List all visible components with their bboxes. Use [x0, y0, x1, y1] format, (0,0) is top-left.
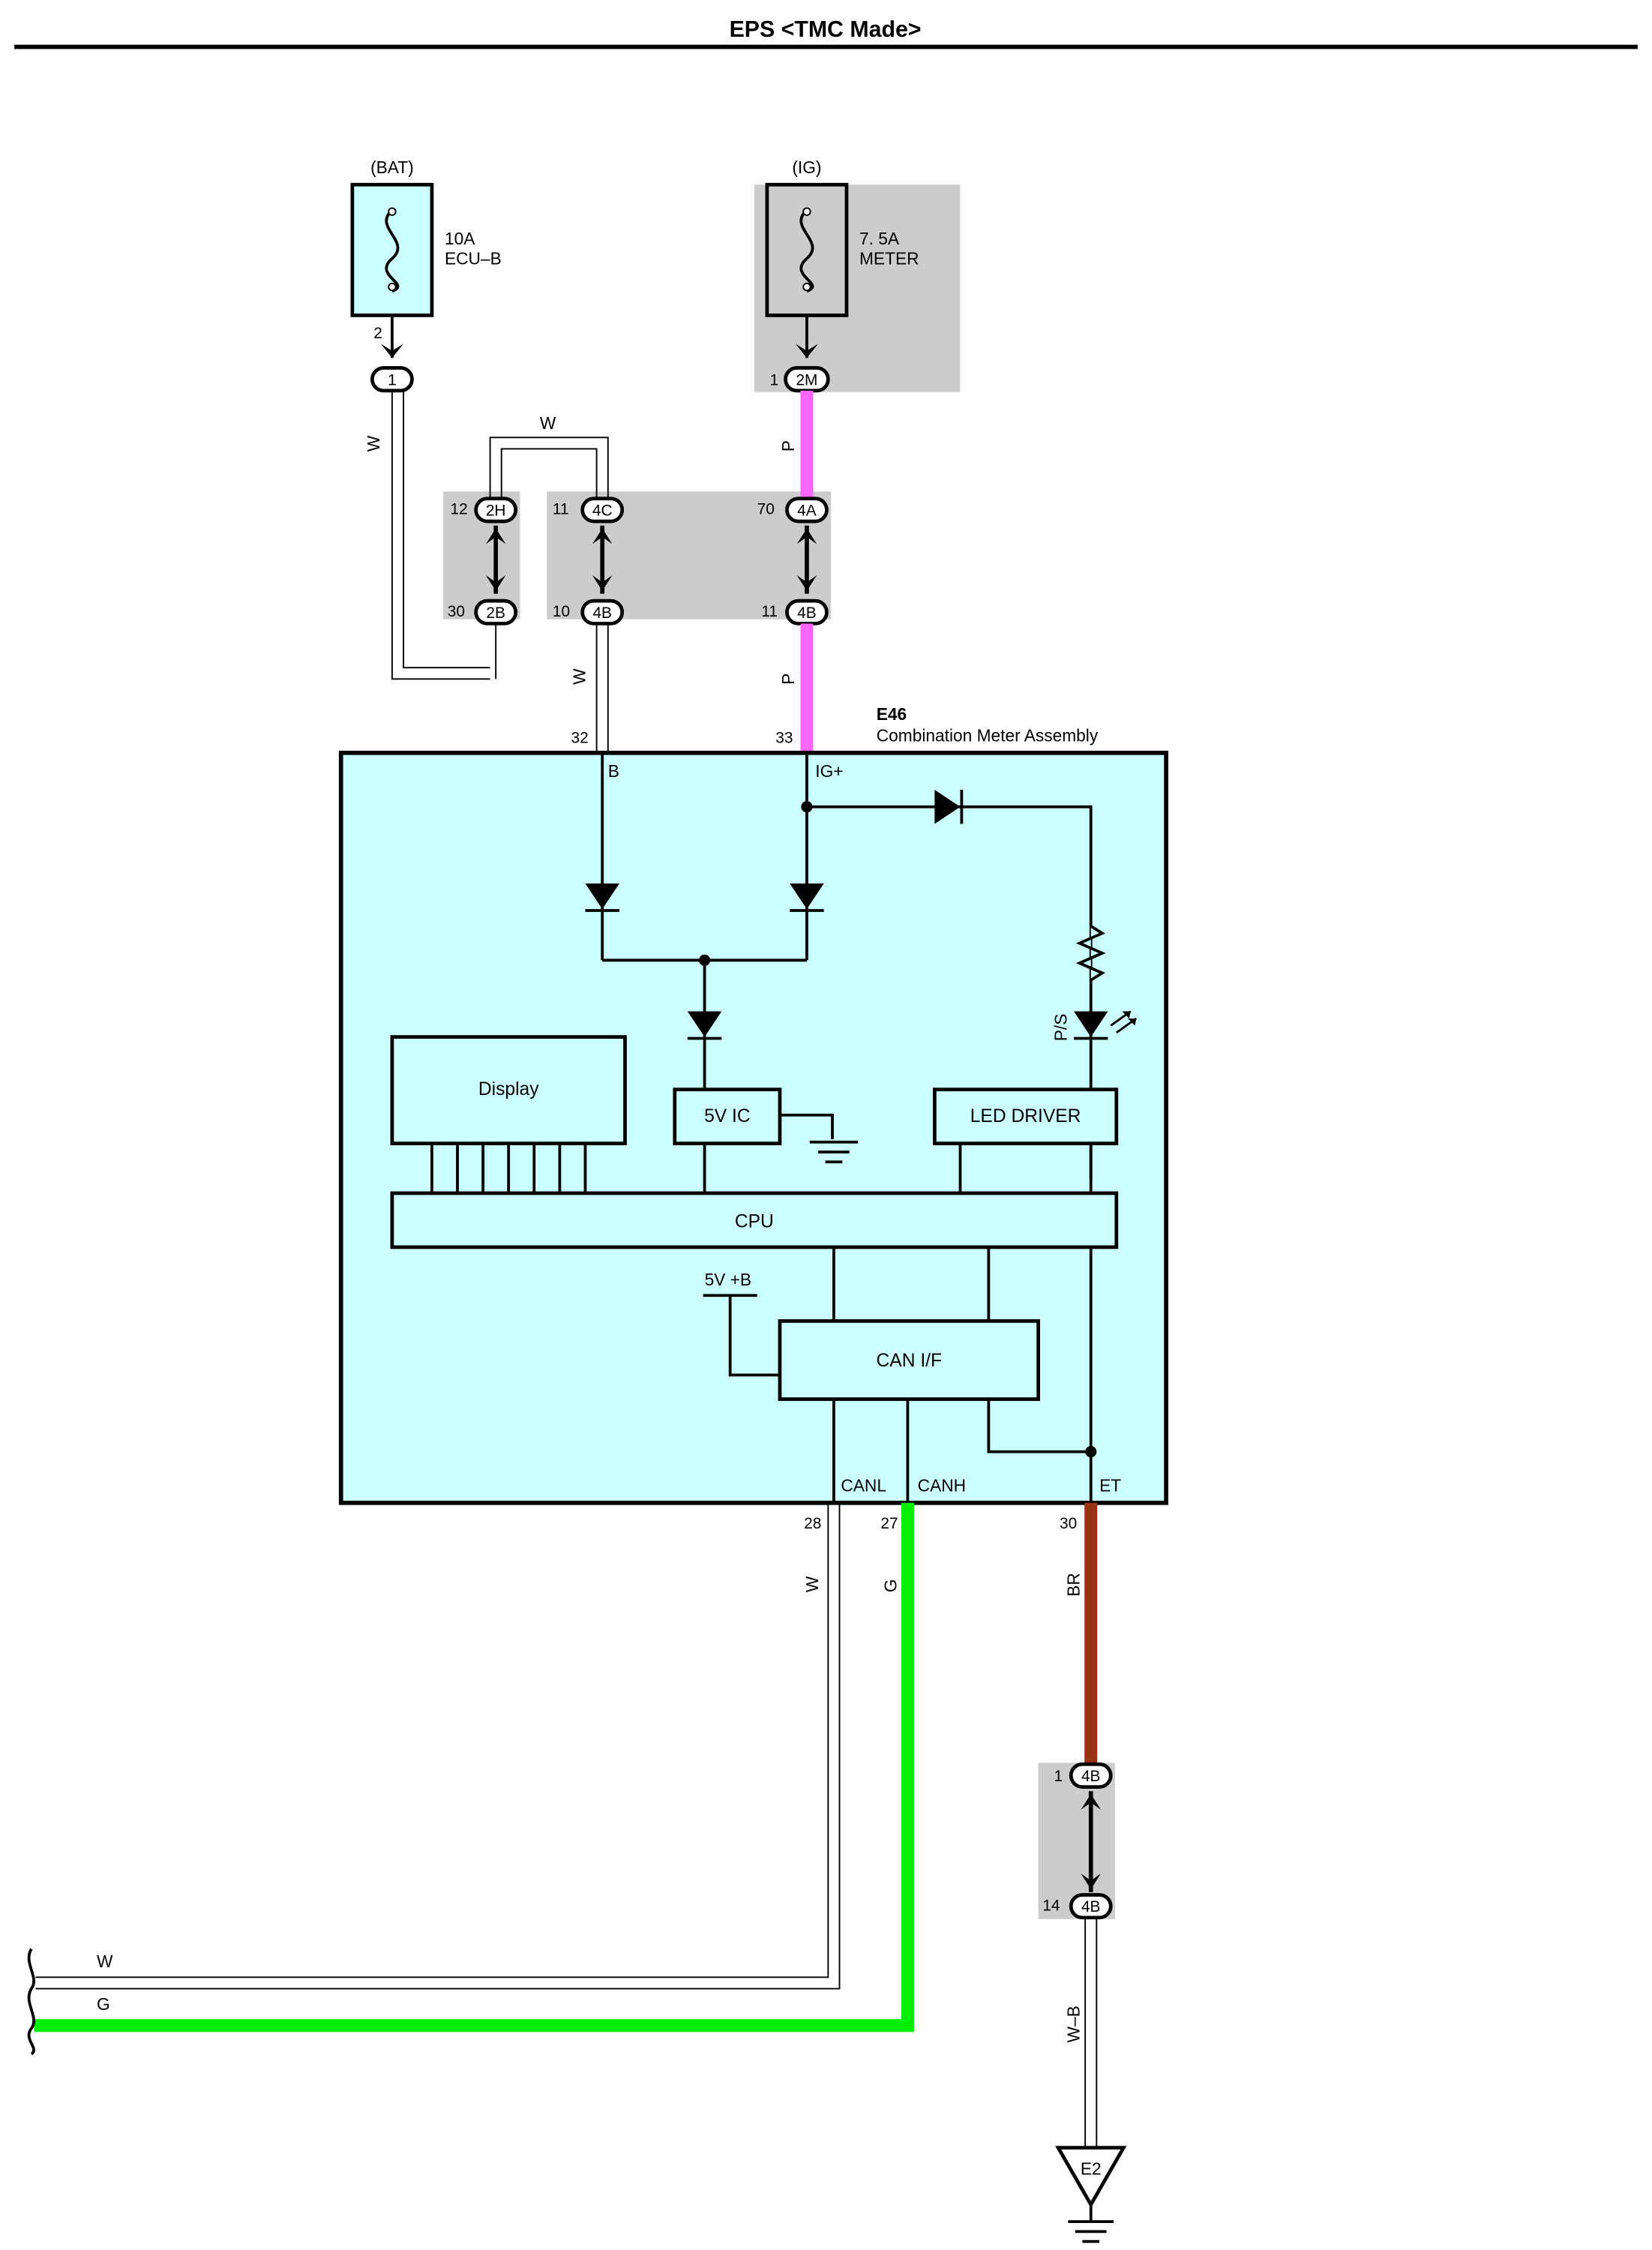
wire-w-left: W — [364, 390, 490, 680]
diode-ig — [790, 884, 824, 912]
bus-wire-label: W — [97, 1952, 113, 1971]
wire-canl: W — [35, 1502, 841, 1990]
junction-pin: 30 — [448, 603, 465, 620]
fuse-ecu-b: (BAT) 10A ECU–B 2 1 — [350, 158, 502, 393]
wire-color-label: W–B — [1064, 2006, 1084, 2042]
bus-wire-label: G — [97, 1994, 110, 2014]
wire-color-label: P — [778, 440, 798, 452]
junction-box-ground — [1038, 1762, 1115, 1919]
wire-color-label: P — [778, 674, 798, 685]
wire-et: BR — [1064, 1502, 1098, 1770]
led-label: P/S — [1051, 1014, 1071, 1042]
fuse-rating: 7. 5A — [859, 229, 900, 248]
led-driver-label: LED DRIVER — [970, 1106, 1081, 1126]
junction-connector: 4B — [592, 604, 611, 622]
fuse-meter: (IG) 7. 5A METER 1 2M — [754, 158, 961, 393]
led-driver-block: LED DRIVER — [933, 1088, 1119, 1145]
junction-connector: 4C — [592, 502, 613, 520]
diode-5v — [687, 1011, 722, 1040]
wire-color-label: W — [540, 413, 556, 433]
fuse-connector: 1 — [388, 371, 397, 388]
fuse-name: METER — [859, 248, 919, 268]
can-if-label: CAN I/F — [877, 1351, 943, 1371]
terminal-label: CANL — [841, 1476, 886, 1496]
junction-4b-ground: 1 4B 14 4B — [1042, 1762, 1113, 1920]
wire-p-lower: P — [778, 623, 814, 753]
pin-number: 32 — [571, 730, 589, 747]
junction-pin: 1 — [1054, 1768, 1063, 1785]
terminal-label: CANH — [918, 1476, 966, 1496]
junction-dot — [698, 954, 711, 966]
diagram-title: EPS <TMC Made> — [730, 17, 922, 42]
wire-w-loop: W — [489, 413, 609, 500]
wire-color-label: W — [802, 1576, 822, 1592]
junction-dot — [801, 801, 813, 813]
junction-pin: 10 — [553, 603, 570, 620]
diode-led-supply — [934, 790, 964, 824]
ic-label: 5V IC — [704, 1106, 751, 1126]
junction-pin: 11 — [553, 501, 569, 518]
junction-2h-2b: 12 2H 30 2B — [448, 496, 518, 626]
junction-pin: 14 — [1042, 1897, 1060, 1914]
junction-4c-4b: 11 4C 10 4B — [553, 496, 625, 626]
fuse-source-label: (IG) — [792, 158, 821, 177]
diode-b — [585, 884, 619, 912]
fuse-name: ECU–B — [445, 248, 502, 268]
cpu-block: CPU — [390, 1191, 1119, 1250]
junction-connector: 4B — [1081, 1768, 1100, 1785]
wire-color-label: W — [364, 435, 383, 452]
junction-pin: 11 — [761, 603, 778, 620]
fuse-rating: 10A — [445, 229, 475, 248]
wire-color-label: W — [569, 668, 589, 685]
wire-canh: G — [34, 1502, 914, 2032]
junction-connector: 2B — [486, 604, 505, 622]
can-if-block: CAN I/F — [778, 1318, 1041, 1401]
ground-label: E2 — [1081, 2159, 1102, 2179]
pin-number: 27 — [880, 1515, 898, 1532]
wire-w-lower: W — [569, 623, 609, 753]
wire-ground: W–B — [1064, 1917, 1098, 2148]
fuse-pin: 2 — [373, 325, 382, 342]
wire-break-icon — [27, 1948, 35, 2056]
display-block: Display — [390, 1035, 627, 1145]
pin-number: 33 — [775, 730, 793, 747]
cpu-label: CPU — [735, 1211, 774, 1232]
junction-connector: 4A — [797, 502, 817, 520]
ic-block: 5V IC — [673, 1088, 782, 1145]
wire-color-label: G — [880, 1579, 900, 1592]
junction-connector: 2H — [486, 502, 506, 520]
fuse-pin: 1 — [770, 371, 779, 388]
pin-number: 28 — [804, 1515, 821, 1532]
component-name: Combination Meter Assembly — [877, 726, 1099, 746]
terminal-label: ET — [1099, 1476, 1121, 1496]
component-id: E46 — [877, 704, 907, 724]
fuse-source-label: (BAT) — [370, 158, 414, 177]
display-label: Display — [478, 1079, 539, 1100]
terminal-label: B — [608, 761, 619, 781]
ps-warning-led: P/S — [1051, 1010, 1138, 1042]
junction-connector: 4B — [797, 604, 816, 622]
terminal-label: IG+ — [815, 761, 843, 781]
resistor — [1075, 925, 1106, 982]
display-bus — [430, 1143, 587, 1193]
junction-4a-4b: 70 4A 11 4B — [757, 496, 829, 626]
ground-point-e2: E2 — [1055, 2146, 1127, 2243]
junction-pin: 70 — [757, 501, 775, 518]
wire-color-label: BR — [1064, 1573, 1084, 1597]
supply-label: 5V +B — [705, 1270, 752, 1289]
wire-p-upper: P — [778, 390, 814, 499]
junction-pin: 12 — [451, 501, 468, 518]
fuse-connector: 2M — [796, 371, 817, 388]
pin-number: 30 — [1060, 1515, 1077, 1532]
junction-connector: 4B — [1081, 1898, 1100, 1916]
junction-dot — [1085, 1446, 1097, 1458]
